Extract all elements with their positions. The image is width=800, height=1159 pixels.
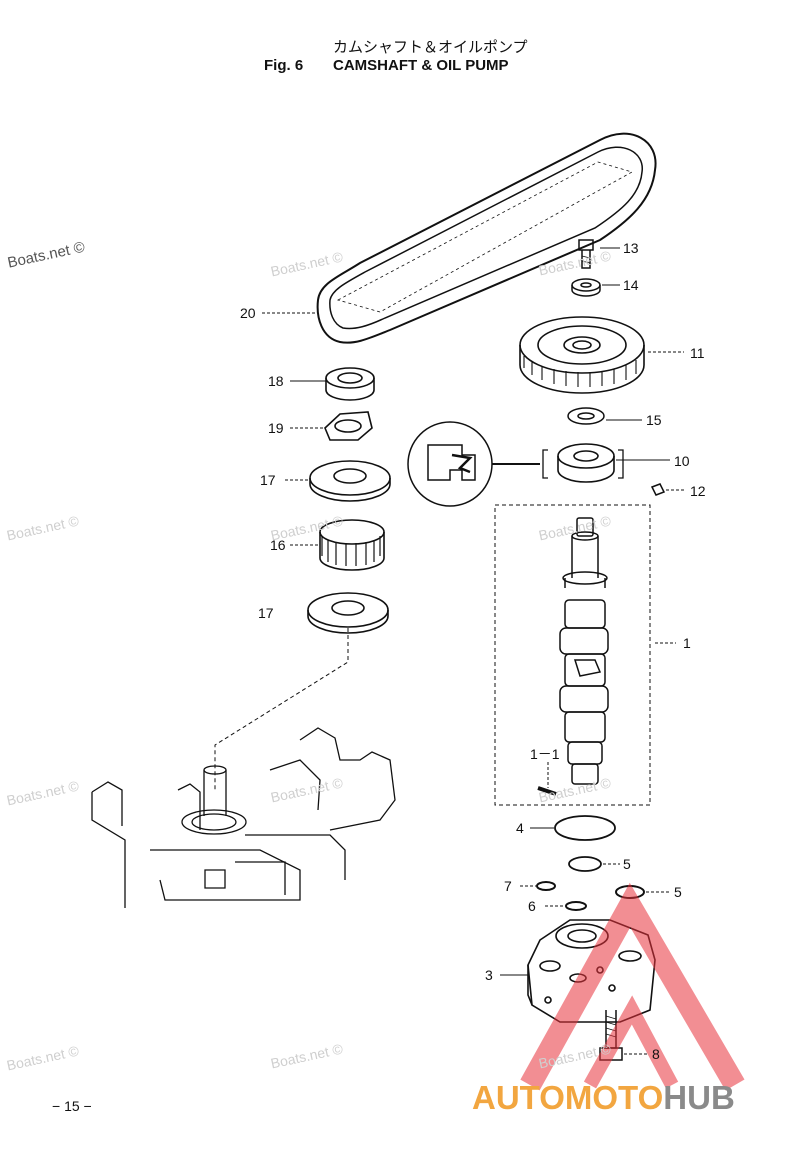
belt-guide-17-lower [307,592,389,634]
belt-guide-17-upper [309,460,391,502]
callout-15: 15 [646,412,662,428]
callout-18: 18 [268,373,284,389]
automotohub-logo-mark [520,882,745,1091]
seal-detail-callout [407,421,540,507]
lock-washer-19 [324,411,373,441]
callout-10: 10 [674,453,690,469]
callout-19: 19 [268,420,284,436]
automotohub-logo: AUTOMOTOHUB [472,1079,735,1117]
callout-6: 6 [528,898,536,914]
callout-12: 12 [690,483,706,499]
engine-block-outline [91,727,396,908]
callout-14: 14 [623,277,639,293]
leader-lines [262,247,686,1055]
o-ring-4 [554,815,616,841]
o-ring-5-upper [568,856,602,872]
callout-11: 11 [690,345,705,361]
callout-16: 16 [270,537,286,553]
bolt-13 [578,239,594,269]
page-number: − 15 − [52,1098,92,1114]
callout-8: 8 [652,1046,660,1062]
pin-1-1 [537,786,557,796]
washer-14 [571,278,601,297]
bearing-bracket [542,449,624,479]
callout-4: 4 [516,820,524,836]
title-japanese: カムシャフト＆オイルポンプ [333,38,528,56]
figure-number: Fig. 6 [264,57,304,74]
logo-text-auto: AUTOMOTO [472,1079,664,1116]
camshaft-pulley-11 [519,316,645,394]
camshaft-assembly-box [494,504,651,806]
o-ring-7 [536,881,556,891]
o-ring-6 [565,901,587,911]
bearing-10 [557,443,615,483]
lock-nut-18 [325,367,375,401]
woodruff-key-12 [650,483,666,496]
callout-1: 1 [683,635,691,651]
figure-title: CAMSHAFT & OIL PUMP [333,57,509,74]
callout-13: 13 [623,240,639,256]
washer-15 [567,407,605,425]
timing-belt [316,132,657,344]
assembly-guide-line [214,628,349,790]
callout-1-1: 1－1 [530,746,560,762]
camshaft-1 [559,517,609,785]
crank-pulley-16 [319,519,385,571]
callout-17-lower: 17 [258,605,274,621]
callout-20: 20 [240,305,256,321]
callout-5-right: 5 [674,884,682,900]
callout-17-upper: 17 [260,472,276,488]
logo-text-hub: HUB [663,1079,735,1116]
callout-7: 7 [504,878,512,894]
callout-3: 3 [485,967,493,983]
callout-5-upper: 5 [623,856,631,872]
